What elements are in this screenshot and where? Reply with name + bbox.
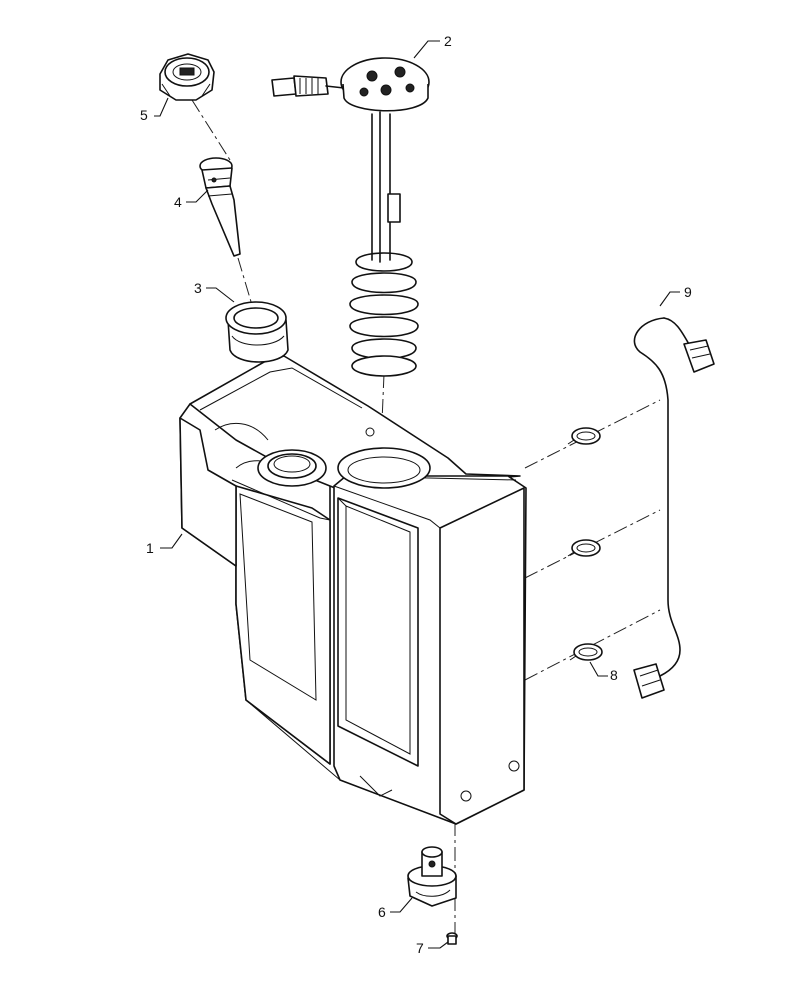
fuel-cap-part xyxy=(159,53,215,101)
clip-middle xyxy=(567,539,601,557)
callout-5: 5 xyxy=(140,97,169,123)
callout-1: 1 xyxy=(146,533,183,556)
callout-label-1: 1 xyxy=(146,540,154,556)
callout-7: 7 xyxy=(416,940,449,956)
callout-label-9: 9 xyxy=(684,284,692,300)
clip-top xyxy=(567,427,601,445)
callout-3: 3 xyxy=(194,280,235,303)
filler-neck-part xyxy=(225,301,289,363)
clip-parts xyxy=(567,427,603,661)
callouts: 1 2 3 4 5 6 7 8 xyxy=(140,33,692,956)
callout-4: 4 xyxy=(174,189,209,210)
callout-label-6: 6 xyxy=(378,904,386,920)
callout-8: 8 xyxy=(589,661,618,683)
fuel-sender-part xyxy=(271,57,430,377)
screw-part xyxy=(446,932,458,945)
callout-label-5: 5 xyxy=(140,107,148,123)
callout-2: 2 xyxy=(413,33,452,59)
callout-label-3: 3 xyxy=(194,280,202,296)
callout-label-2: 2 xyxy=(444,33,452,49)
strainer-part xyxy=(199,157,241,257)
wire-harness-part xyxy=(633,317,715,699)
tank-part xyxy=(179,355,527,825)
callout-label-4: 4 xyxy=(174,194,182,210)
clip-bottom xyxy=(569,643,603,661)
callout-label-7: 7 xyxy=(416,940,424,956)
callout-9: 9 xyxy=(659,284,692,307)
callout-6: 6 xyxy=(378,897,413,920)
callout-label-8: 8 xyxy=(610,667,618,683)
pump-part xyxy=(407,846,457,907)
